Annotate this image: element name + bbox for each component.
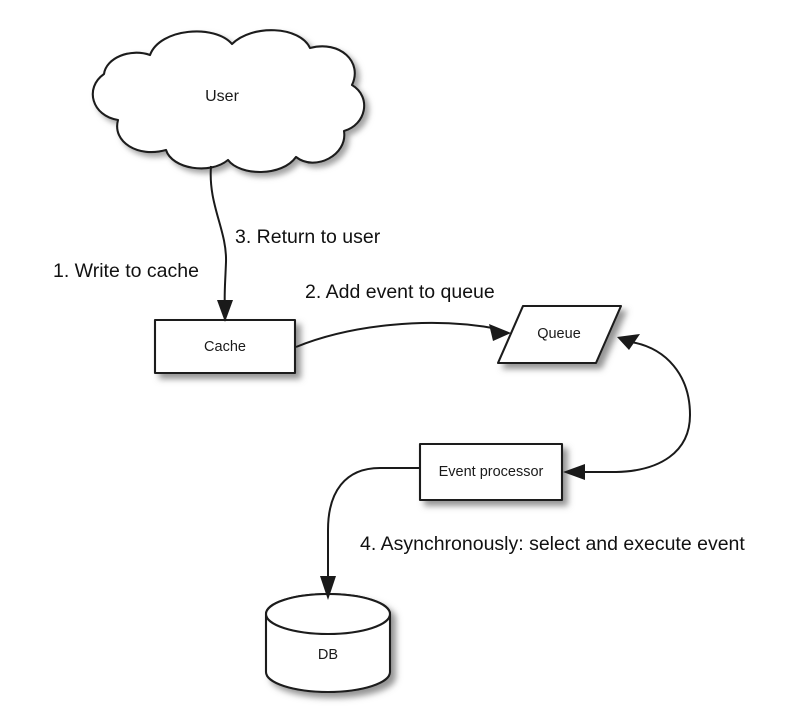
edge-user-to-cache	[209, 165, 233, 322]
node-label-db: DB	[318, 647, 338, 663]
node-db[interactable]: DB	[264, 592, 392, 694]
edge-label-step-4: 4. Asynchronously: select and execute ev…	[360, 533, 745, 555]
edge-label-step-1: 1. Write to cache	[53, 260, 199, 282]
node-label-cache: Cache	[204, 339, 246, 355]
arrowhead-queue-in	[489, 324, 511, 341]
node-label-user: User	[205, 88, 239, 105]
node-cache[interactable]: Cache	[153, 318, 297, 375]
edge-queue-to-event-processor	[563, 334, 692, 480]
node-label-queue: Queue	[537, 326, 581, 342]
arrowhead-db	[320, 576, 336, 600]
edge-cache-to-queue	[295, 322, 511, 348]
edge-event-processor-to-db	[320, 467, 419, 600]
node-queue[interactable]: Queue	[496, 304, 623, 365]
edge-label-step-2: 2. Add event to queue	[305, 281, 495, 303]
node-user[interactable]: User	[91, 29, 366, 174]
arrowhead-cache	[217, 300, 233, 322]
node-event-processor[interactable]: Event processor	[418, 442, 564, 502]
arrowhead-queue-right	[617, 334, 640, 350]
edge-label-step-3: 3. Return to user	[235, 226, 381, 248]
node-label-event-processor: Event processor	[439, 464, 544, 480]
arrowhead-event-processor	[563, 464, 585, 480]
